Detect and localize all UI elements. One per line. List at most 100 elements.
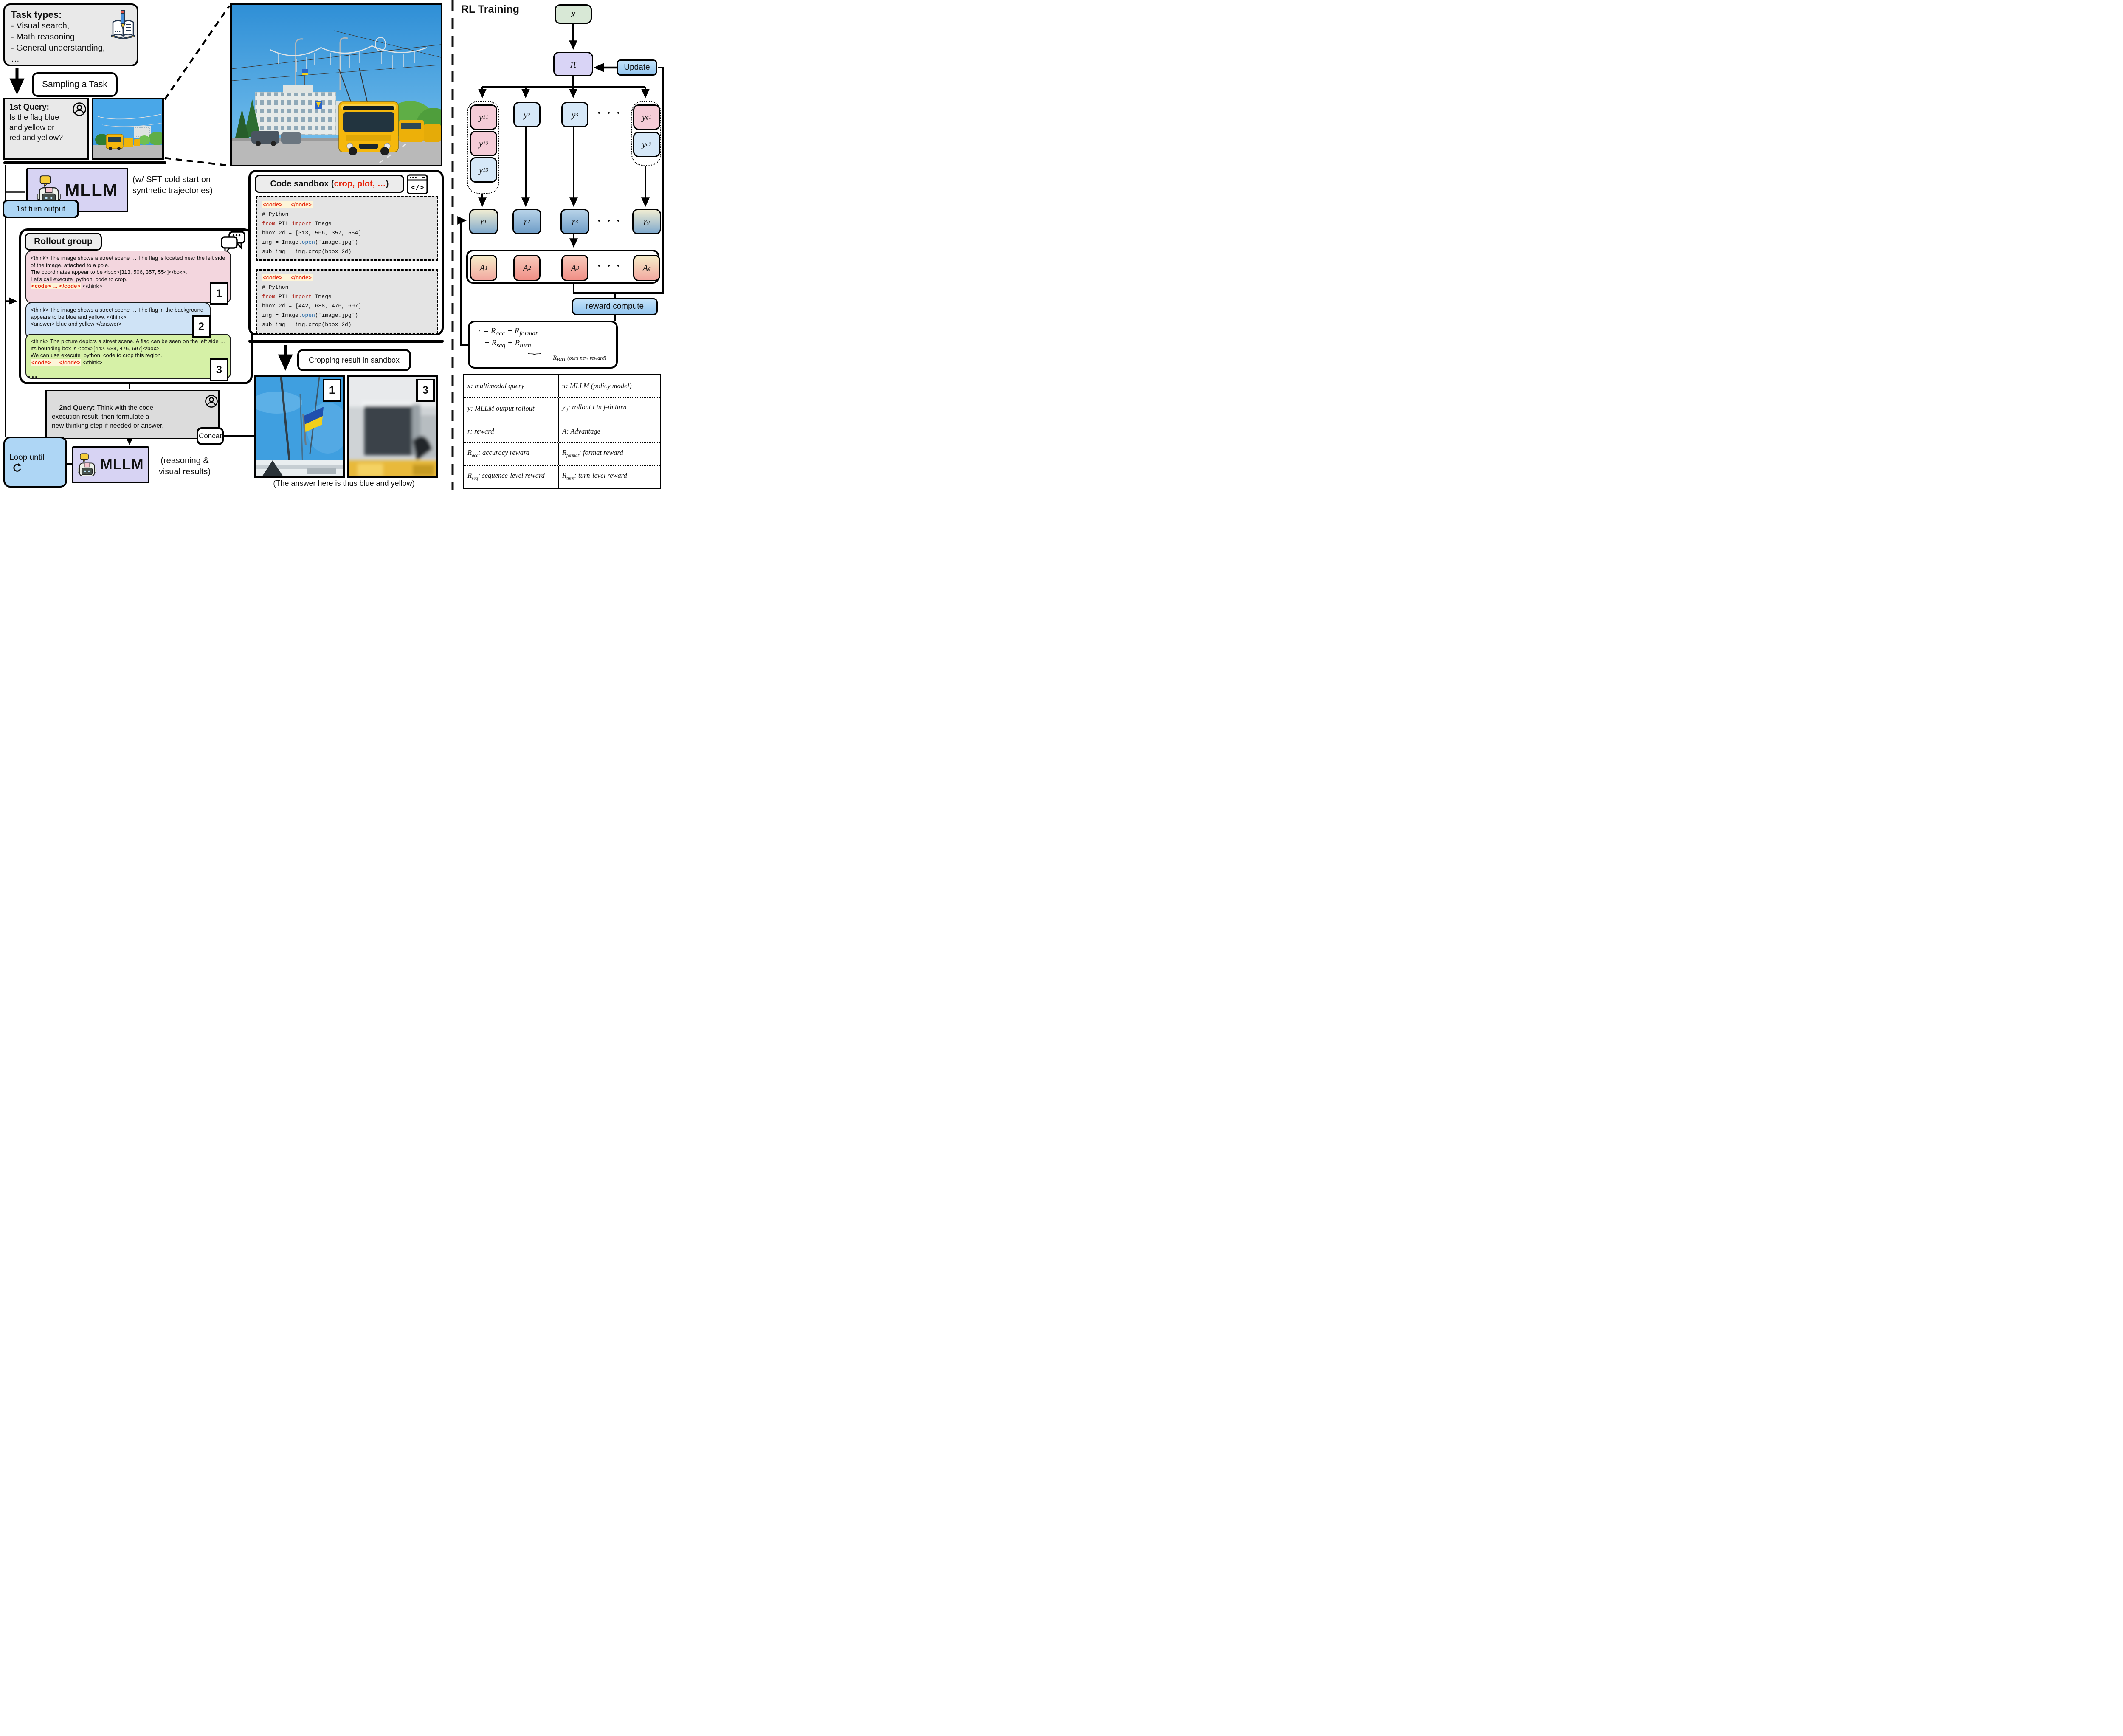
reward-compute-box: reward compute [572, 298, 658, 315]
code-line: sub_img = img.crop(bbox_2d) [262, 247, 432, 256]
robot-icon [78, 453, 97, 476]
crop-flag-image [256, 377, 343, 476]
query-image-thumbnail [92, 98, 164, 160]
code-segment: # Python [262, 284, 289, 290]
code-line: sub_img = img.crop(bbox_2d) [262, 320, 432, 330]
code-sandbox-title-pre: Code sandbox ( [270, 179, 334, 189]
legend-table: x: multimodal query π: MLLM (policy model… [463, 374, 661, 489]
legend-text: Rturn: turn-level reward [562, 471, 627, 481]
legend-cell: yij: rollout i in j-th turn [557, 397, 660, 420]
mllm-box-2: MLLM [72, 446, 149, 483]
code-sandbox-title: Code sandbox (crop, plot, …) [255, 175, 404, 193]
reward-formula-box: r = Racc + Rformat + Rseq + Rturn ⏟ RBAT… [468, 321, 618, 369]
legend-text: π: MLLM (policy model) [562, 381, 632, 390]
legend-cell: A: Advantage [557, 420, 660, 442]
street-scene-large [232, 5, 441, 165]
crop-badge-3: 3 [416, 379, 435, 402]
legend-text: x: multimodal query [467, 381, 524, 390]
crop-window-image [349, 377, 436, 476]
concat-label: Concat [199, 432, 222, 440]
think-text-segment: <think> The image shows a street scene …… [31, 255, 225, 282]
mllm-note-1: (w/ SFT cold start on synthetic trajecto… [132, 175, 213, 195]
legend-cell: r: reward [464, 420, 558, 442]
cropping-result-label: Cropping result in sandbox [308, 355, 400, 364]
code-line: from PIL import Image [262, 219, 432, 228]
mllm-label-2: MLLM [100, 457, 144, 473]
think-text-segment: </think> [81, 359, 102, 366]
legend-cell: x: multimodal query [464, 375, 558, 397]
pi-node-label: π [570, 57, 577, 70]
code-line: <code> … </code> [262, 273, 432, 283]
first-turn-output-label: 1st turn output [16, 204, 65, 213]
second-query-text: Think with the code execution result, th… [52, 404, 164, 429]
legend-cell: y: MLLM output rollout [464, 398, 558, 420]
code-tag-segment: <code> … </code> [31, 359, 81, 366]
code-segment: ('image.jpg') [315, 239, 358, 245]
formula-line-2: + Rseq + Rturn [484, 338, 531, 349]
code-segment: ('image.jpg') [315, 312, 358, 318]
task-type-item: - Visual search, [11, 21, 70, 31]
separator-line-sandbox [248, 340, 444, 343]
code-segment: open [301, 312, 315, 318]
code-segment: # Python [262, 211, 289, 217]
street-scene-thumb [93, 99, 162, 158]
cropping-result-box: Cropping result in sandbox [297, 349, 411, 371]
street-scene-photo [230, 3, 442, 166]
code-sandbox-title-post: ) [386, 179, 389, 189]
x-node-label: x [571, 8, 576, 20]
legend-cell: Rturn: turn-level reward [557, 466, 660, 488]
figure-root: Task types: - Visual search,- Math reaso… [0, 0, 666, 490]
formula-rbat: RBAT (ours new reward) [553, 355, 607, 363]
concat-box: Concat [197, 427, 224, 445]
legend-text: A: Advantage [562, 427, 600, 435]
code-line: bbox_2d = [442, 688, 476, 697] [262, 302, 432, 311]
code-line: # Python [262, 283, 432, 292]
rollout-badge-1: 1 [210, 282, 228, 305]
second-query-title: 2nd Query: [59, 404, 95, 411]
think-text-segment: <think> The picture depicts a street sce… [31, 338, 226, 358]
code-segment: img = Image. [262, 312, 302, 318]
rollout-think-2: <think> The image shows a street scene …… [25, 302, 211, 339]
rollout-think-3: <think> The picture depicts a street sce… [25, 334, 231, 379]
task-types-list: - Visual search,- Math reasoning,- Gener… [11, 20, 131, 65]
legend-cell: Racc: accuracy reward [464, 443, 558, 465]
rollout-think-1: <think> The image shows a street scene …… [25, 251, 231, 303]
code-line: img = Image.open('image.jpg') [262, 311, 432, 320]
code-segment: import [292, 293, 312, 300]
legend-cell: Rformat: format reward [557, 443, 660, 465]
pi-node: π [553, 52, 593, 76]
code-segment: Image [312, 220, 332, 227]
crop-result-image-1: 1 [254, 375, 345, 478]
rollout-ellipsis: … [27, 368, 38, 380]
user-icon [73, 102, 86, 116]
rl-training-title: RL Training [461, 3, 520, 15]
legend-text: Rseq: sequence-level reward [467, 471, 545, 481]
task-type-item: - General understanding, [11, 43, 105, 53]
legend-cell: π: MLLM (policy model) [557, 375, 660, 397]
code-segment: sub_img = img.crop(bbox_2d) [262, 248, 352, 255]
code-segment: from [262, 220, 276, 227]
reward-compute-label: reward compute [586, 302, 644, 311]
code-segment: PIL [275, 220, 292, 227]
legend-cell: Rseq: sequence-level reward [464, 466, 558, 488]
book-pencil-icon [111, 10, 135, 39]
code-segment: PIL [275, 293, 292, 300]
update-label: Update [624, 63, 650, 72]
legend-row: x: multimodal query π: MLLM (policy model… [464, 375, 660, 397]
code-segment: <code> … </code> [262, 274, 313, 281]
code-line: # Python [262, 210, 432, 219]
r-ellipsis: • • • [598, 217, 622, 225]
legend-row: r: reward A: Advantage [464, 420, 660, 442]
update-box: Update [617, 59, 657, 76]
legend-text: Rformat: format reward [562, 448, 623, 458]
connector-lines [5, 0, 664, 490]
